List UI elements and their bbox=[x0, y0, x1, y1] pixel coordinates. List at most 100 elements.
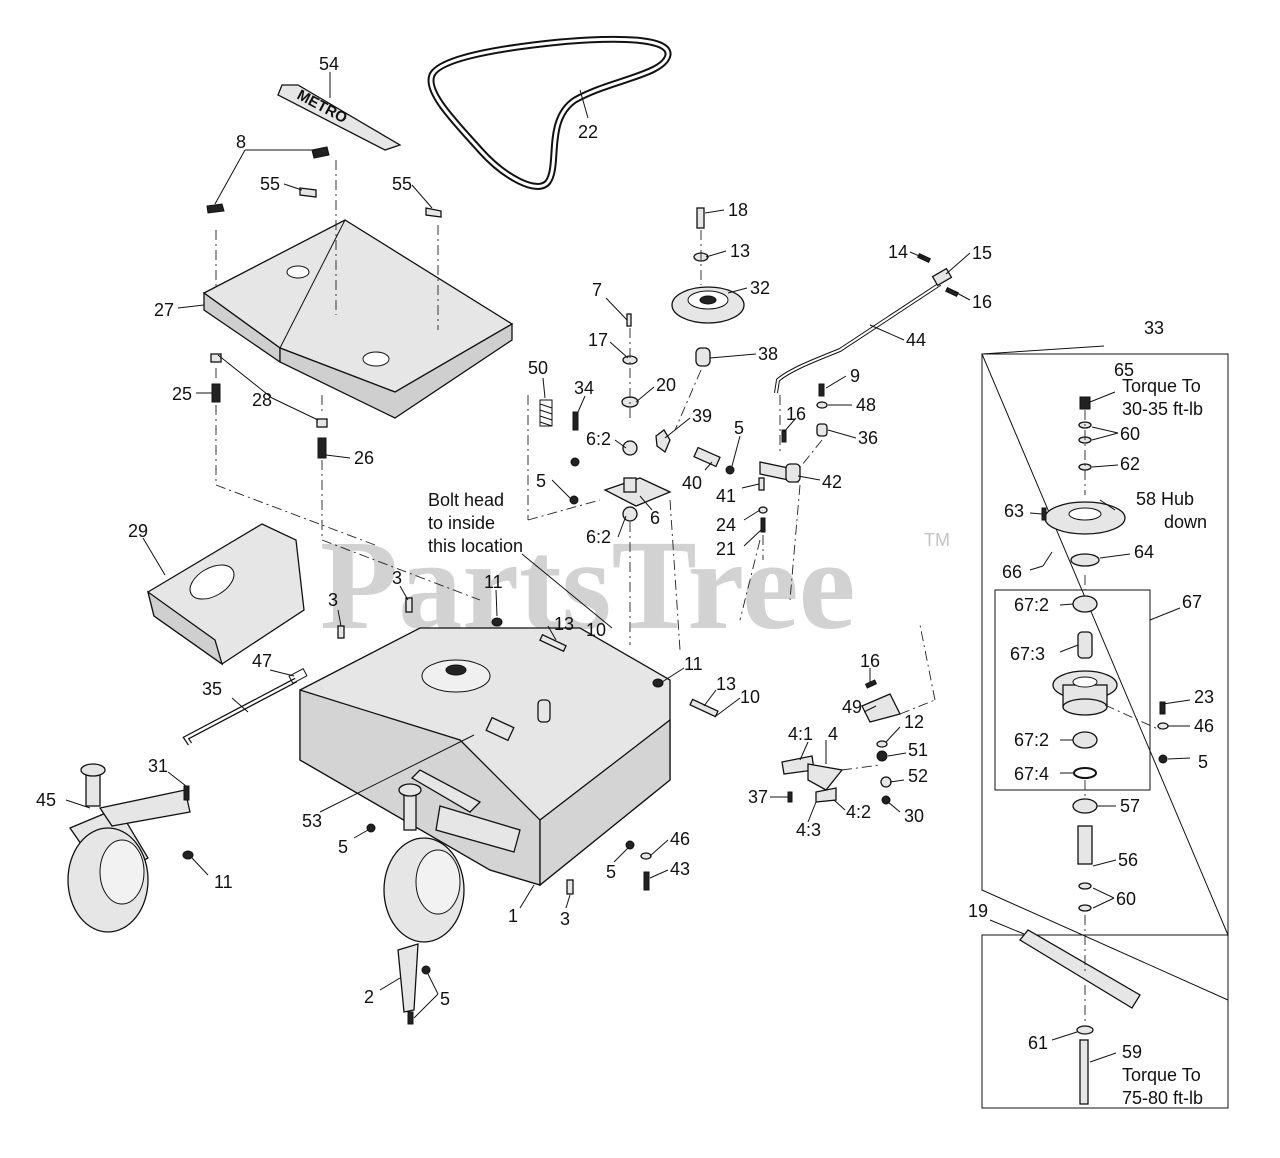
callout-46-b: 46 bbox=[670, 829, 690, 849]
rod-part-40 bbox=[693, 446, 721, 468]
washer-part-60-d bbox=[1078, 904, 1092, 912]
callout-48: 48 bbox=[856, 395, 876, 415]
callout-43: 43 bbox=[670, 859, 690, 879]
callout-18: 18 bbox=[728, 200, 748, 220]
callout-4-2: 4:2 bbox=[846, 802, 871, 822]
svg-text:Torque To: Torque To bbox=[1122, 1065, 1201, 1085]
svg-text:30-35 ft-lb: 30-35 ft-lb bbox=[1122, 399, 1203, 419]
bolt-part-65 bbox=[1079, 396, 1091, 410]
callout-11-c: 11 bbox=[214, 872, 233, 892]
callout-44: 44 bbox=[906, 330, 926, 350]
callout-28: 28 bbox=[252, 390, 272, 410]
callout-4-1: 4:1 bbox=[788, 724, 813, 744]
callout-26: 26 bbox=[354, 448, 374, 468]
bolt-part-31 bbox=[183, 785, 190, 801]
spacer-part-38 bbox=[695, 347, 711, 367]
svg-text:Torque To: Torque To bbox=[1122, 376, 1201, 396]
callout-66: 66 bbox=[1002, 562, 1022, 582]
spindle-housing bbox=[1052, 670, 1118, 716]
washer-part-48 bbox=[816, 401, 828, 409]
leader-lines bbox=[65, 72, 1191, 1063]
bearing-part-67-2-b bbox=[1072, 731, 1098, 749]
callout-31: 31 bbox=[148, 756, 168, 776]
callout-16-c: 16 bbox=[860, 651, 880, 671]
callout-42: 42 bbox=[822, 472, 842, 492]
callout-15: 15 bbox=[972, 243, 992, 263]
callout-10-b: 10 bbox=[740, 687, 760, 707]
callout-57: 57 bbox=[1120, 796, 1140, 816]
callout-10-a: 10 bbox=[586, 620, 606, 640]
spacer-part-64 bbox=[1070, 553, 1100, 567]
callout-46-a: 46 bbox=[1194, 716, 1214, 736]
callout-3-b: 3 bbox=[328, 590, 338, 610]
callout-5-a: 5 bbox=[734, 418, 744, 438]
callout-4-3: 4:3 bbox=[796, 820, 821, 840]
pin-part-3-a bbox=[337, 625, 345, 639]
caster-wheel-left bbox=[67, 763, 194, 933]
note-hub-down: 58 Hub down bbox=[1136, 489, 1207, 532]
callout-9: 9 bbox=[850, 366, 860, 386]
nut-part-5-b bbox=[569, 495, 579, 505]
front-bumper bbox=[146, 523, 305, 666]
callout-67: 67 bbox=[1182, 592, 1202, 612]
clip-part-55-b bbox=[425, 207, 442, 218]
bearing-part-57 bbox=[1072, 798, 1098, 814]
bolt-part-13-b bbox=[689, 698, 719, 718]
pin-part-16-b bbox=[945, 286, 959, 298]
callout-13-c: 13 bbox=[716, 674, 736, 694]
key-part-63 bbox=[1041, 507, 1047, 521]
bushing-part-6-2-a bbox=[622, 440, 638, 456]
callout-21: 21 bbox=[716, 539, 736, 559]
callout-38: 38 bbox=[758, 344, 778, 364]
bolt-part-59 bbox=[1079, 1039, 1089, 1105]
bolt-part-18 bbox=[696, 207, 705, 229]
callout-55-b: 55 bbox=[392, 174, 412, 194]
svg-text:58 Hub: 58 Hub bbox=[1136, 489, 1194, 509]
callout-53: 53 bbox=[302, 811, 322, 831]
callout-67-3: 67:3 bbox=[1010, 644, 1045, 664]
callout-27: 27 bbox=[154, 300, 174, 320]
callout-32: 32 bbox=[750, 278, 770, 298]
callout-25: 25 bbox=[172, 384, 192, 404]
spacer-part-52 bbox=[880, 776, 892, 788]
callout-41: 41 bbox=[716, 486, 736, 506]
callout-16-b: 16 bbox=[786, 404, 806, 424]
nut-part-5-a bbox=[570, 457, 580, 467]
callout-49: 49 bbox=[842, 697, 862, 717]
clip-part-8-b bbox=[311, 146, 330, 159]
svg-text:to inside: to inside bbox=[428, 513, 495, 533]
belt-cover-group: METRO bbox=[202, 84, 514, 601]
callout-39: 39 bbox=[692, 406, 712, 426]
callout-23: 23 bbox=[1194, 687, 1214, 707]
nut-part-11-b bbox=[652, 678, 664, 688]
callout-60-b: 60 bbox=[1116, 889, 1136, 909]
callout-62: 62 bbox=[1120, 454, 1140, 474]
key-part-66 bbox=[1042, 551, 1053, 567]
washer-part-60-c bbox=[1078, 882, 1092, 890]
nut-part-11-c bbox=[182, 850, 194, 860]
idler-group bbox=[527, 207, 959, 651]
callout-59: 59 bbox=[1122, 1042, 1142, 1062]
bolt-part-5 bbox=[407, 1011, 414, 1025]
callout-34: 34 bbox=[574, 378, 594, 398]
bracket-part-4 bbox=[807, 763, 844, 791]
spacer-part-36 bbox=[816, 423, 828, 437]
callout-2: 2 bbox=[364, 987, 374, 1007]
pin-part-16-c bbox=[864, 679, 878, 689]
pin-part-3-b bbox=[405, 597, 413, 613]
nut-part-11-a bbox=[491, 617, 503, 627]
spring-part-50 bbox=[539, 399, 553, 427]
callout-33: 33 bbox=[1144, 318, 1164, 338]
bolt-part-25 bbox=[211, 383, 221, 403]
bolt-part-26 bbox=[317, 437, 327, 459]
spacer-part-67-3 bbox=[1077, 631, 1093, 659]
ring-part-67-4 bbox=[1073, 767, 1097, 779]
callout-67-4: 67:4 bbox=[1014, 764, 1049, 784]
svg-text:Bolt head: Bolt head bbox=[428, 490, 504, 510]
callout-5-d: 5 bbox=[338, 837, 348, 857]
washer-part-12 bbox=[876, 740, 888, 748]
callout-5-c: 5 bbox=[1198, 752, 1208, 772]
callout-3-c: 3 bbox=[560, 909, 570, 929]
metro-decal: METRO bbox=[277, 84, 402, 151]
